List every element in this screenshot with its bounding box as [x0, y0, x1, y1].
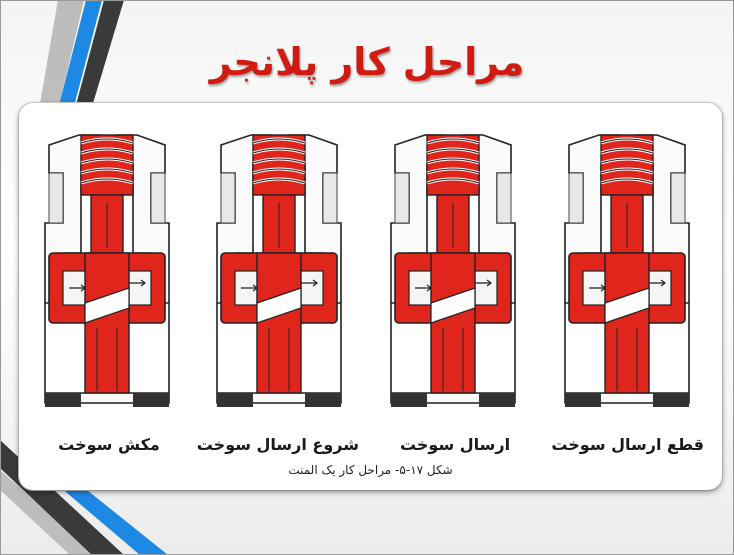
diagram-panel: مکش سوخت شروع ارسال سوخت ارسال سوخت قطع …: [19, 103, 722, 490]
stage-illustration-suction: [43, 133, 171, 409]
stage-illustration-start-delivery: [215, 133, 343, 409]
stage-illustration-end-delivery: [563, 133, 691, 409]
stage-label-start-delivery: شروع ارسال سوخت: [196, 435, 359, 454]
stage-illustration-delivery: [389, 133, 517, 409]
stage-label-end-delivery: قطع ارسال سوخت: [551, 435, 704, 454]
figure-caption: شکل ۱۷-۵- مراحل کار یک المنت: [288, 463, 453, 477]
slide-title: مراحل کار پلانجر: [209, 40, 525, 84]
stage-label-delivery: ارسال سوخت: [399, 435, 511, 454]
stage-label-suction: مکش سوخت: [58, 435, 160, 454]
